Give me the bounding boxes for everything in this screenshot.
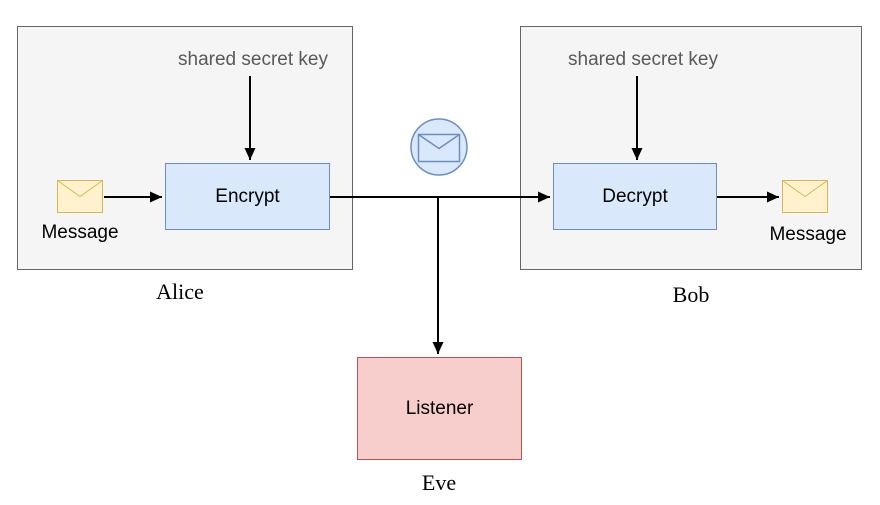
bob-key-label: shared secret key: [568, 49, 718, 70]
alice-key-label: shared secret key: [178, 49, 328, 70]
eve-label: Eve: [421, 470, 457, 495]
alice-message-label: Message: [41, 222, 119, 243]
encrypt-box: Encrypt: [165, 163, 330, 230]
encrypt-label: Encrypt: [215, 185, 280, 207]
listener-box: Listener: [357, 357, 522, 460]
decrypt-box: Decrypt: [553, 163, 717, 230]
bob-message-label: Message: [769, 224, 847, 245]
bob-container-label: Bob: [672, 282, 710, 307]
listener-label: Listener: [405, 397, 474, 419]
alice-container-label: Alice: [156, 279, 204, 304]
envelope-icon: [782, 180, 828, 218]
envelope-circle-icon: [410, 118, 468, 181]
decrypt-label: Decrypt: [602, 185, 668, 207]
envelope-icon: [57, 180, 103, 218]
